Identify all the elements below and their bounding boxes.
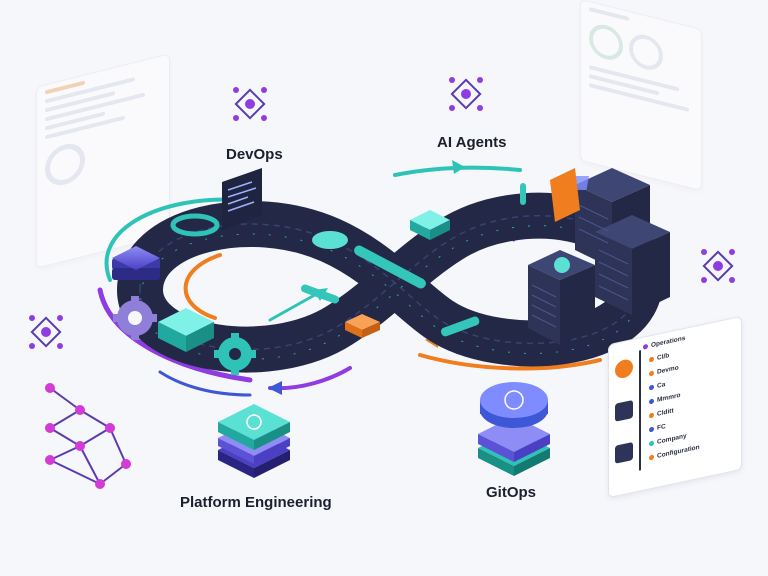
teal-block xyxy=(158,210,450,352)
label-devops: DevOps xyxy=(226,146,283,163)
terminal-icon xyxy=(170,168,262,237)
kubernetes-wheel-icon xyxy=(246,414,262,430)
tree-line xyxy=(639,350,641,471)
kubernetes-stack-platform xyxy=(218,404,290,478)
config-tree-panel: Operations CI/b Devmo Ca Mmmro Clditt FC… xyxy=(608,315,742,499)
tree-item: Clditt xyxy=(649,407,674,419)
tree-item: CI/b xyxy=(649,352,669,363)
server-rack-icon xyxy=(615,441,633,464)
label-gitops: GitOps xyxy=(486,484,537,501)
hub-node-icon xyxy=(29,77,735,349)
pipe-icon xyxy=(300,183,526,337)
server-rack-icon xyxy=(528,168,670,345)
chip-icon xyxy=(345,314,380,338)
tree-item: Mmmro xyxy=(649,392,680,406)
server-rack-icon xyxy=(615,399,633,422)
box-icon xyxy=(615,357,633,380)
server-stack-left xyxy=(112,246,160,280)
kubernetes-stack-gitops xyxy=(478,382,550,476)
tree-item: Operations xyxy=(643,335,685,351)
label-platform-engineering: Platform Engineering xyxy=(180,494,332,511)
tree-item: Ca xyxy=(649,381,665,391)
gear-icon xyxy=(113,296,256,375)
tree-item: FC xyxy=(649,423,666,434)
kubernetes-wheel-icon xyxy=(504,390,524,410)
network-graph-icon xyxy=(45,383,131,489)
tree-item: Devmo xyxy=(649,364,679,377)
tree-item: Company xyxy=(649,433,687,448)
tree-item: Configuration xyxy=(649,444,700,462)
label-ai-agents: AI Agents xyxy=(437,134,507,151)
